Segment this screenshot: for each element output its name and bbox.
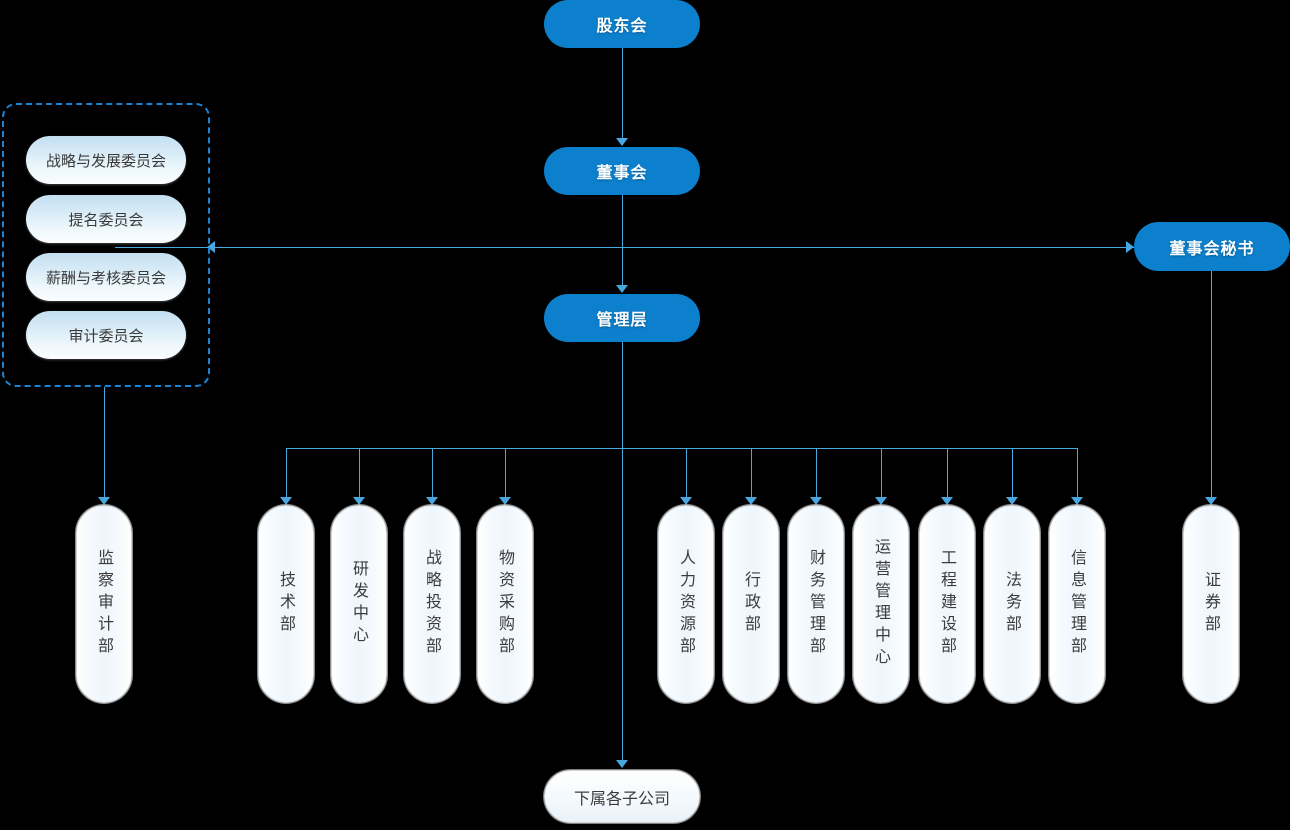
- drop-dept-right-1: [751, 448, 752, 499]
- arrow-dept-right-0: [680, 497, 692, 505]
- drop-dept-right-0: [686, 448, 687, 499]
- drop-dept-left-1: [359, 448, 360, 499]
- arrow-dept-left-2: [426, 497, 438, 505]
- dept-label: 运营管理中心: [872, 538, 891, 670]
- drop-dept-right-2: [816, 448, 817, 499]
- dept-right-0[interactable]: 人力资源部: [658, 505, 714, 703]
- arrow-to-supervision: [98, 497, 110, 505]
- dept-right-3[interactable]: 运营管理中心: [853, 505, 909, 703]
- dept-left-2[interactable]: 战略投资部: [404, 505, 460, 703]
- committee-item-0[interactable]: 战略与发展委员会: [26, 136, 186, 184]
- dept-label: 监察审计部: [95, 549, 114, 659]
- dept-label: 技术部: [277, 571, 296, 637]
- drop-dept-right-5: [1012, 448, 1013, 499]
- dept-securities[interactable]: 证券部: [1183, 505, 1239, 703]
- connector-shareholders-to-board: [622, 48, 623, 139]
- arrow-to-secretary: [1126, 241, 1134, 253]
- node-board[interactable]: 董事会: [544, 147, 700, 195]
- dept-left-0[interactable]: 技术部: [258, 505, 314, 703]
- dept-label: 研发中心: [350, 560, 369, 648]
- connector-management-to-subsidiaries: [622, 448, 623, 761]
- committee-item-label: 战略与发展委员会: [45, 151, 166, 170]
- dept-right-2[interactable]: 财务管理部: [788, 505, 844, 703]
- arrow-dept-left-0: [280, 497, 292, 505]
- connector-committees-to-supervision: [104, 387, 105, 499]
- arrow-dept-right-2: [810, 497, 822, 505]
- node-management[interactable]: 管理层: [544, 294, 700, 342]
- drop-dept-left-2: [432, 448, 433, 499]
- dept-label: 工程建设部: [938, 549, 957, 659]
- committee-item-1[interactable]: 提名委员会: [26, 195, 186, 243]
- arrow-dept-left-1: [353, 497, 365, 505]
- arrow-dept-right-1: [745, 497, 757, 505]
- drop-dept-left-3: [505, 448, 506, 499]
- committee-item-label: 提名委员会: [68, 210, 144, 229]
- dept-left-1[interactable]: 研发中心: [331, 505, 387, 703]
- arrow-dept-right-3: [875, 497, 887, 505]
- dept-label: 物资采购部: [496, 549, 515, 659]
- node-subsidiaries[interactable]: 下属各子公司: [544, 770, 700, 823]
- dept-label: 财务管理部: [807, 549, 826, 659]
- committee-item-2[interactable]: 薪酬与考核委员会: [26, 253, 186, 301]
- node-shareholders-label: 股东会: [596, 16, 648, 35]
- arrow-dept-right-6: [1071, 497, 1083, 505]
- connector-management-to-bus: [622, 342, 623, 448]
- committee-group-box: [2, 103, 210, 387]
- dept-right-4[interactable]: 工程建设部: [919, 505, 975, 703]
- dept-label: 战略投资部: [423, 549, 442, 659]
- arrow-to-committees: [207, 241, 215, 253]
- dept-label: 人力资源部: [677, 549, 696, 659]
- drop-dept-right-3: [881, 448, 882, 499]
- drop-dept-left-0: [286, 448, 287, 499]
- dept-label: 证券部: [1202, 571, 1221, 637]
- arrow-dept-right-4: [941, 497, 953, 505]
- dept-label: 信息管理部: [1068, 549, 1087, 659]
- arrow-to-securities: [1205, 497, 1217, 505]
- arrow-dept-right-5: [1006, 497, 1018, 505]
- drop-dept-right-4: [947, 448, 948, 499]
- connector-board-to-management: [622, 195, 623, 286]
- dept-label: 行政部: [742, 571, 761, 637]
- drop-dept-right-6: [1077, 448, 1078, 499]
- committee-item-label: 审计委员会: [68, 326, 144, 345]
- dept-label: 法务部: [1003, 571, 1022, 637]
- arrow-to-subsidiaries: [616, 760, 628, 768]
- node-subsidiaries-label: 下属各子公司: [573, 788, 670, 808]
- dept-left-3[interactable]: 物资采购部: [477, 505, 533, 703]
- arrow-board-to-management: [616, 285, 628, 293]
- connector-committees-to-secretary: [115, 247, 1134, 248]
- node-board-secretary[interactable]: 董事会秘书: [1134, 222, 1290, 271]
- dept-right-5[interactable]: 法务部: [984, 505, 1040, 703]
- dept-supervision[interactable]: 监察审计部: [76, 505, 132, 703]
- department-bus: [286, 448, 1077, 449]
- node-shareholders[interactable]: 股东会: [544, 0, 700, 48]
- dept-right-6[interactable]: 信息管理部: [1049, 505, 1105, 703]
- node-management-label: 管理层: [596, 310, 648, 329]
- arrow-shareholders-to-board: [616, 138, 628, 146]
- committee-item-3[interactable]: 审计委员会: [26, 311, 186, 359]
- committee-item-label: 薪酬与考核委员会: [45, 268, 166, 287]
- dept-right-1[interactable]: 行政部: [723, 505, 779, 703]
- arrow-dept-left-3: [499, 497, 511, 505]
- node-board-label: 董事会: [596, 163, 648, 182]
- node-board-secretary-label: 董事会秘书: [1169, 238, 1255, 258]
- connector-secretary-to-securities: [1211, 271, 1212, 499]
